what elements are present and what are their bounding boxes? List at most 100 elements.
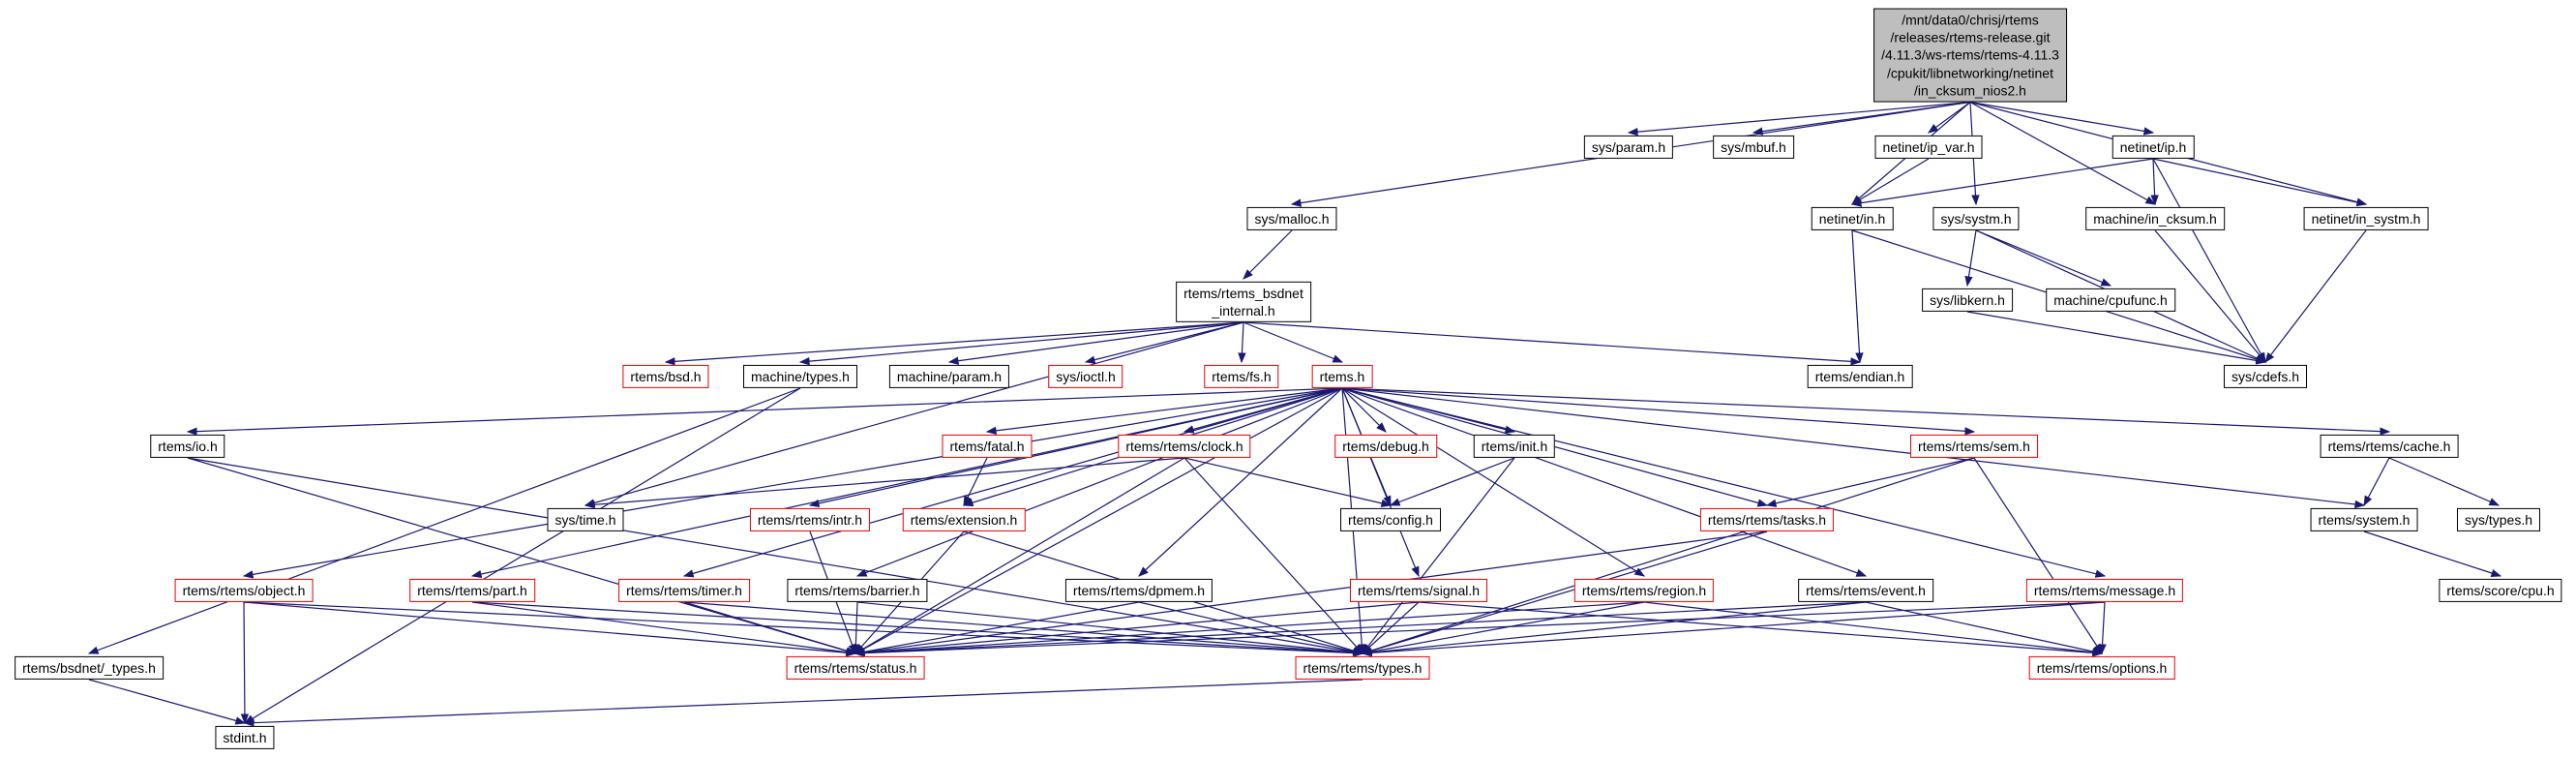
graph-node-m_param[interactable]: machine/param.h [888, 364, 1010, 389]
graph-node-region[interactable]: rtems/rtems/region.h [1573, 578, 1715, 603]
graph-edge-rtems-signal [1341, 387, 1420, 578]
graph-node-object[interactable]: rtems/rtems/object.h [174, 578, 314, 603]
graph-node-sys_mbuf[interactable]: sys/mbuf.h [1713, 135, 1794, 160]
graph-node-init[interactable]: rtems/init.h [1473, 434, 1556, 459]
graph-edge-object-status [243, 601, 857, 657]
graph-node-endian[interactable]: rtems/endian.h [1807, 364, 1913, 389]
graph-edge-rtems-cache [1341, 387, 2391, 436]
graph-edge-system-score_cpu [2363, 531, 2502, 578]
graph-node-m_types[interactable]: machine/types.h [743, 364, 857, 389]
graph-edge-rtems-message [1341, 387, 2107, 578]
graph-node-in[interactable]: netinet/in.h [1811, 206, 1894, 231]
graph-edge-sem-tasks [1765, 457, 1975, 507]
graph-edge-io-status [187, 457, 857, 655]
graph-node-options[interactable]: rtems/rtems/options.h [2028, 655, 2175, 681]
graph-node-time[interactable]: sys/time.h [547, 507, 624, 532]
graph-node-tasks[interactable]: rtems/rtems/tasks.h [1699, 507, 1835, 532]
graph-node-sys_param[interactable]: sys/param.h [1583, 135, 1674, 160]
graph-edge-init-r_types [1362, 457, 1515, 654]
graph-node-score_cpu[interactable]: rtems/score/cpu.h [2439, 578, 2562, 603]
graph-edge-rtems-timer [682, 387, 1343, 578]
graph-node-io[interactable]: rtems/io.h [150, 434, 225, 459]
graph-node-ip[interactable]: netinet/ip.h [2112, 135, 2195, 160]
graph-edge-root-ip [1969, 101, 2155, 136]
graph-edge-_types-stdint [88, 679, 247, 725]
graph-edge-timer-status [683, 601, 857, 655]
graph-edge-r_types-stdint [243, 679, 1363, 727]
graph-node-clock[interactable]: rtems/rtems/clock.h [1118, 434, 1251, 459]
graph-edge-rtems-sem [1341, 387, 1976, 436]
graph-edge-signal-status [854, 601, 1420, 657]
graph-edge-object-r_types [243, 601, 1364, 657]
graph-node-part[interactable]: rtems/rtems/part.h [409, 578, 535, 603]
graph-node-ip_var[interactable]: netinet/ip_var.h [1874, 135, 1983, 160]
graph-edge-sem-r_types [1361, 457, 1975, 655]
graph-node-message[interactable]: rtems/rtems/message.h [2025, 578, 2184, 603]
graph-edge-message-status [854, 601, 2106, 657]
graph-edge-part-r_types [471, 601, 1364, 657]
graph-edge-m_types-_types [87, 387, 801, 654]
graph-node-cache[interactable]: rtems/rtems/cache.h [2320, 434, 2459, 459]
graph-node-internal[interactable]: rtems/rtems_bsdnet _internal.h [1176, 281, 1311, 323]
graph-edge-internal-fs [1238, 321, 1246, 364]
graph-node-event[interactable]: rtems/rtems/event.h [1798, 578, 1933, 603]
graph-edge-ip-in [1850, 158, 2154, 207]
graph-node-sem[interactable]: rtems/rtems/sem.h [1910, 434, 2038, 459]
graph-edge-region-status [854, 601, 1645, 657]
graph-node-systm[interactable]: sys/systm.h [1932, 206, 2020, 231]
graph-node-signal[interactable]: rtems/rtems/signal.h [1349, 578, 1488, 603]
graph-edge-rtems-barrier [855, 387, 1343, 577]
graph-node-in_systm[interactable]: netinet/in_systm.h [2303, 206, 2429, 231]
graph-node-ioctl[interactable]: sys/ioctl.h [1048, 364, 1123, 389]
graph-edge-in_cksum-cdefs [2154, 229, 2266, 363]
graph-edge-internal-bsd [664, 321, 1244, 366]
graph-node-sys_types[interactable]: sys/types.h [2456, 507, 2541, 532]
graph-edge-rtems-system [1341, 387, 2366, 509]
graph-node-libkern[interactable]: sys/libkern.h [1922, 288, 2013, 313]
graph-node-fatal[interactable]: rtems/fatal.h [942, 434, 1033, 459]
graph-edge-internal-m_param [947, 321, 1244, 365]
graph-node-r_types[interactable]: rtems/rtems/types.h [1295, 655, 1430, 681]
graph-node-stdint[interactable]: stdint.h [215, 725, 275, 750]
graph-node-extension[interactable]: rtems/extension.h [902, 507, 1026, 532]
graph-edge-part-status [471, 601, 857, 656]
graph-edge-malloc-internal [1243, 229, 1293, 280]
graph-edge-systm-libkern [1964, 229, 1977, 288]
graph-edge-barrier-status [852, 601, 860, 655]
graph-node-bsd[interactable]: rtems/bsd.h [622, 364, 709, 389]
graph-node-barrier[interactable]: rtems/rtems/barrier.h [787, 578, 928, 603]
graph-edge-barrier-r_types [856, 601, 1364, 657]
graph-edge-rtems-status [854, 387, 1343, 654]
graph-node-cpufunc[interactable]: machine/cpufunc.h [2046, 288, 2175, 313]
graph-edge-message-options [2098, 601, 2107, 655]
graph-node-config[interactable]: rtems/config.h [1340, 507, 1441, 532]
graph-node-system[interactable]: rtems/system.h [2310, 507, 2418, 532]
graph-edge-systm-cpufunc [1975, 229, 2112, 287]
graph-edge-rtems-io [186, 387, 1343, 436]
graph-node-debug[interactable]: rtems/debug.h [1334, 434, 1437, 459]
graph-edge-event-r_types [1361, 601, 1867, 657]
graph-node-intr[interactable]: rtems/rtems/intr.h [749, 507, 871, 532]
graph-edge-internal-m_types [798, 321, 1244, 366]
graph-node-malloc[interactable]: sys/malloc.h [1246, 206, 1337, 231]
graph-node-dpmem[interactable]: rtems/rtems/dpmem.h [1064, 578, 1213, 603]
graph-edge-init-config [1389, 457, 1515, 506]
graph-edge-internal-endian [1243, 321, 1862, 366]
graph-edge-root-in_cksum [1969, 101, 2157, 205]
graph-edge-rtems-fatal [985, 387, 1343, 436]
graph-edge-sem-options [1973, 457, 2103, 655]
graph-edge-region-options [1643, 601, 2104, 657]
graph-edge-ip-in_cksum [2150, 158, 2159, 206]
graph-node-in_cksum[interactable]: machine/in_cksum.h [2085, 206, 2225, 231]
graph-node-cdefs[interactable]: sys/cdefs.h [2223, 364, 2308, 389]
graph-edge-rtems-region [1341, 387, 1646, 577]
graph-node-timer[interactable]: rtems/rtems/timer.h [618, 578, 750, 603]
graph-node-_types[interactable]: rtems/bsdnet/_types.h [15, 655, 164, 681]
graph-node-rtems[interactable]: rtems.h [1311, 364, 1373, 389]
graph-edge-clock-status [854, 457, 1185, 654]
graph-node-fs[interactable]: rtems/fs.h [1204, 364, 1279, 389]
graph-node-status[interactable]: rtems/rtems/status.h [786, 655, 925, 681]
